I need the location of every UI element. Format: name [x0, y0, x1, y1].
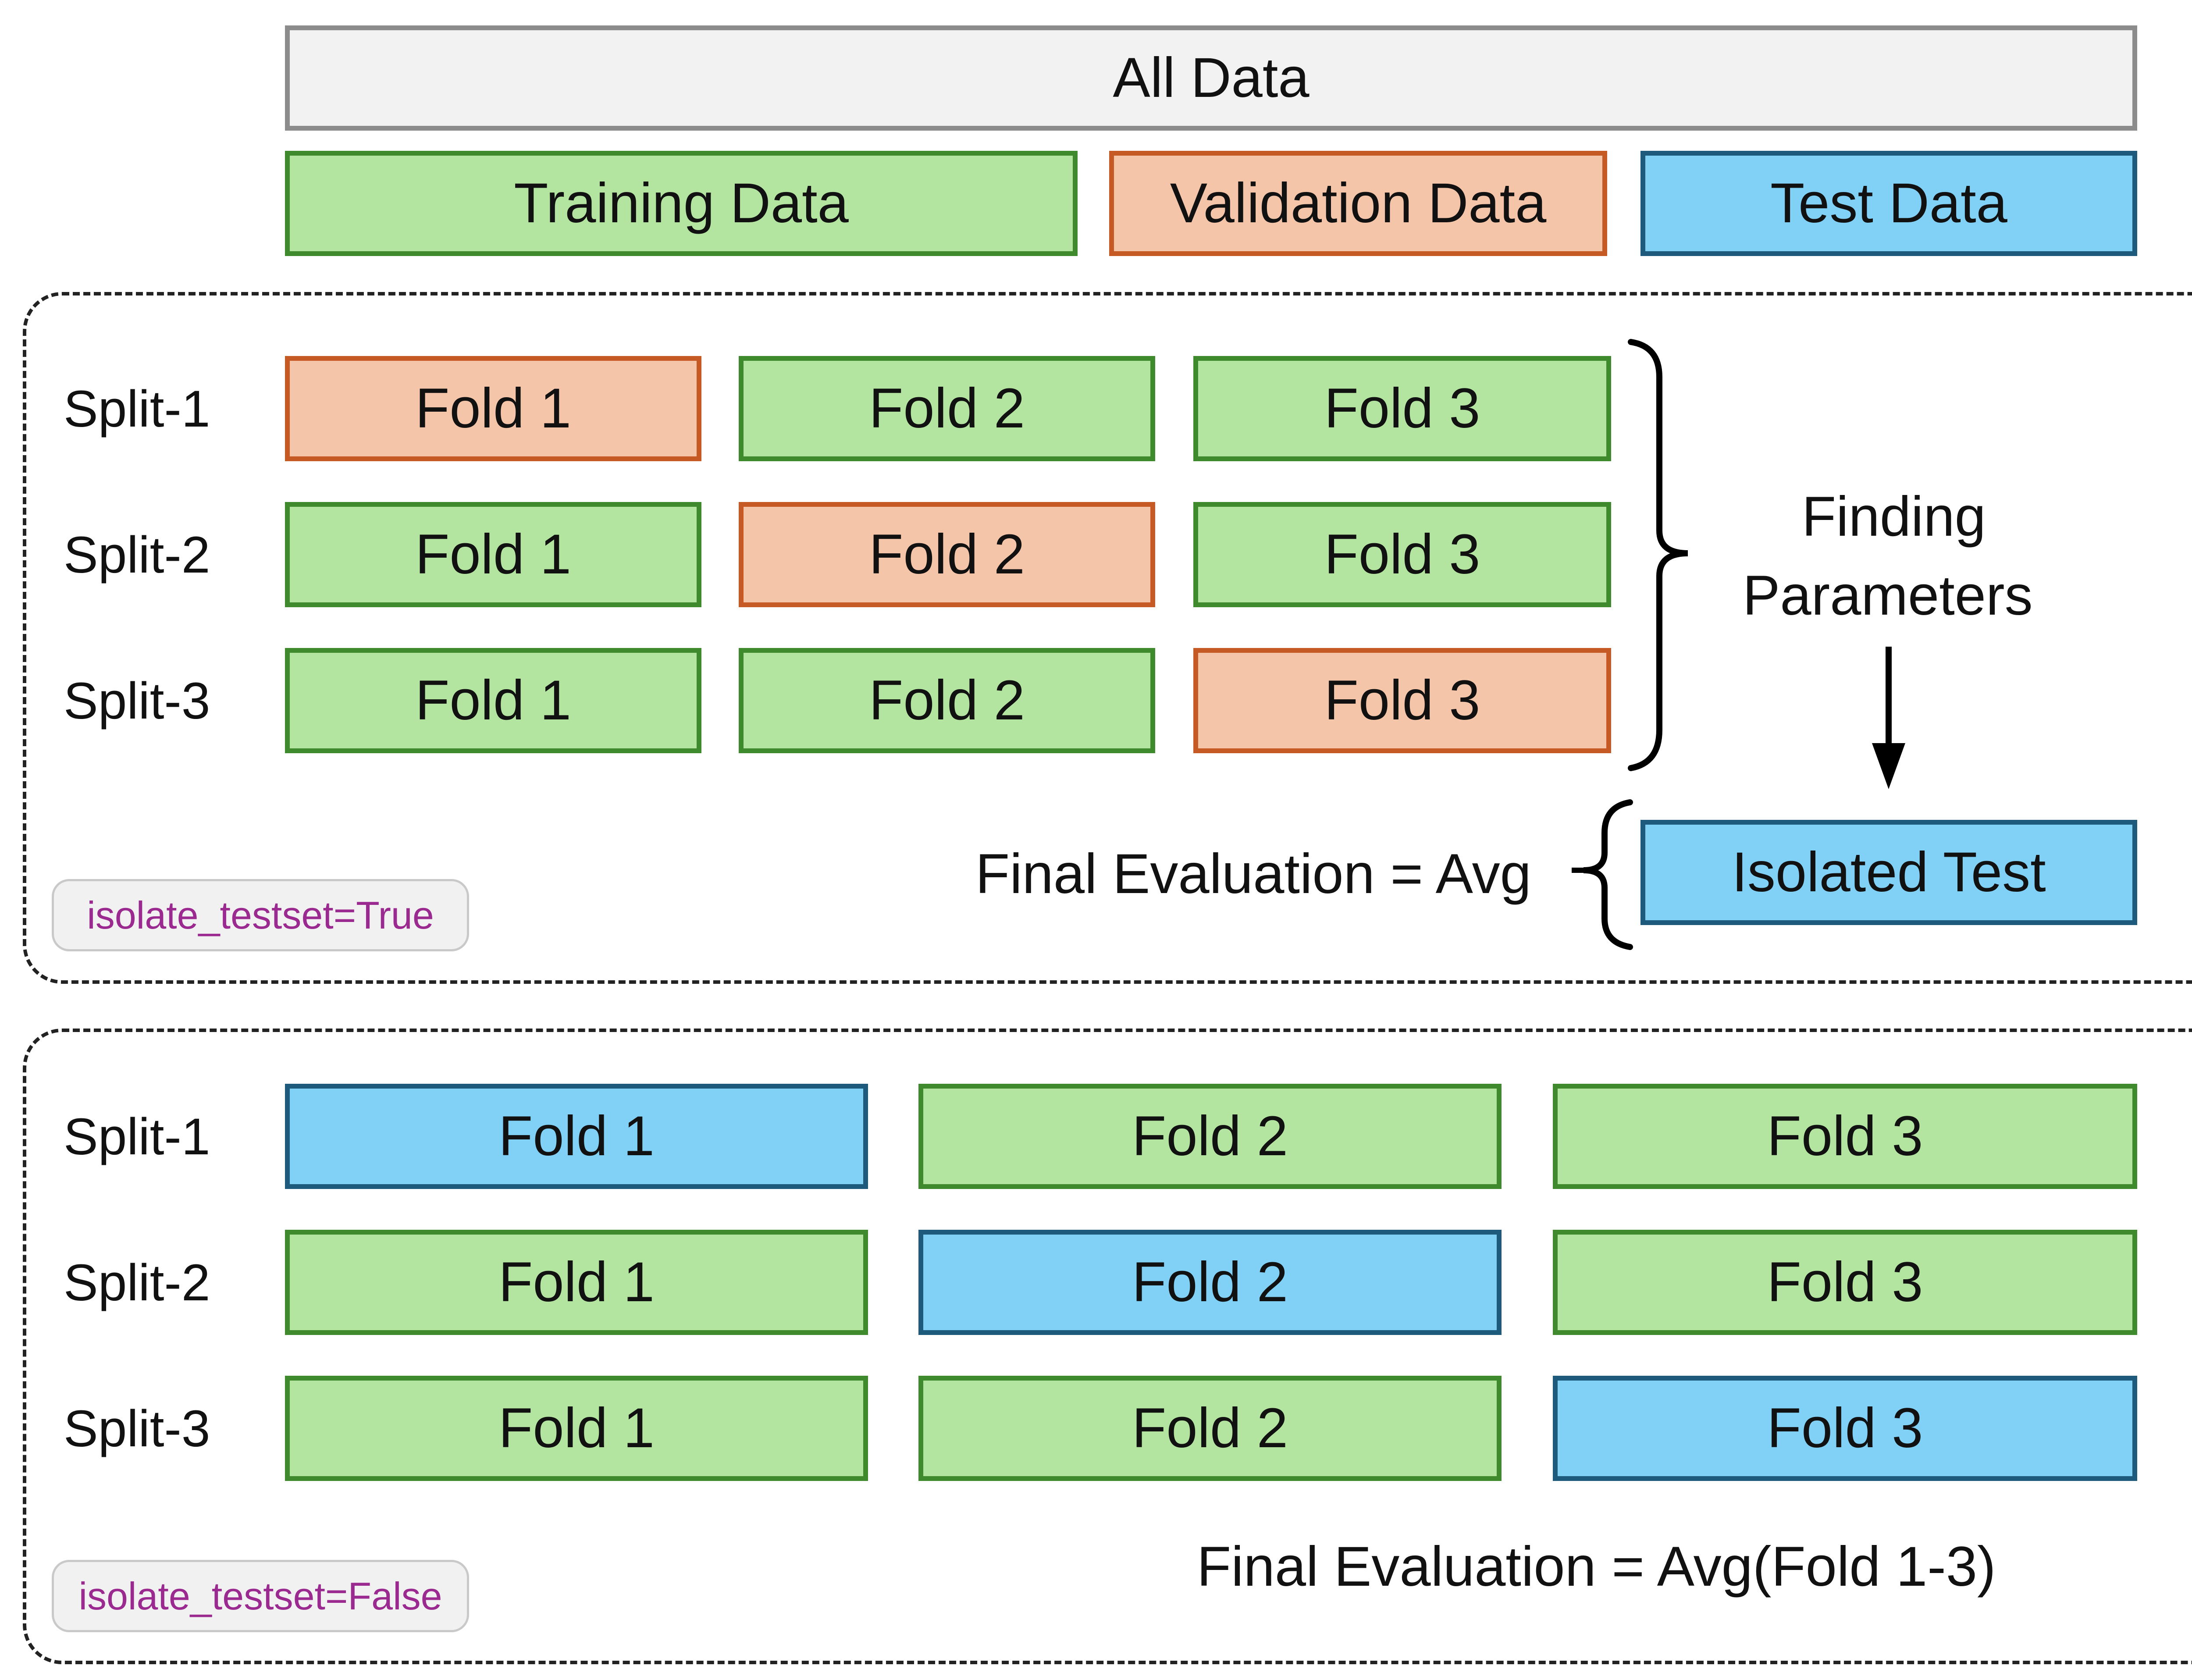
isolated-test-box: Isolated Test: [1640, 820, 2137, 925]
isolated-fold-box-training: Fold 3: [1193, 356, 1611, 461]
training-data-label: Training Data: [514, 172, 849, 235]
fold-label: Fold 1: [415, 523, 571, 586]
non-isolated-fold-box-training: Fold 2: [918, 1376, 1502, 1481]
validation-data-label: Validation Data: [1170, 172, 1547, 235]
non-isolated-fold-box-training: Fold 1: [285, 1376, 868, 1481]
fold-label: Fold 3: [1324, 523, 1480, 586]
test-data-label: Test Data: [1770, 172, 2007, 235]
fold-label: Fold 1: [498, 1397, 655, 1459]
final-evaluation-avg-folds-label: Final Evaluation = Avg(Fold 1-3): [1197, 1535, 1996, 1598]
fold-label: Fold 3: [1767, 1251, 1923, 1313]
fold-label: Fold 2: [869, 377, 1025, 440]
isolate-testset-false-tag: isolate_testset=False: [52, 1560, 469, 1632]
fold-label: Fold 2: [869, 669, 1025, 732]
fold-label: Fold 1: [415, 377, 571, 440]
fold-label: Fold 1: [498, 1105, 655, 1167]
isolated-split-label: Split-1: [64, 380, 210, 438]
isolated-fold-box-training: Fold 3: [1193, 502, 1611, 607]
training-data-bar: Training Data: [285, 151, 1078, 256]
fold-label: Fold 3: [1767, 1397, 1923, 1459]
non-isolated-test-panel: [23, 1029, 2192, 1664]
test-data-bar: Test Data: [1640, 151, 2137, 256]
non-isolated-fold-box-test: Fold 2: [918, 1230, 1502, 1335]
all-data-label: All Data: [1113, 46, 1310, 109]
all-data-bar: All Data: [285, 25, 2137, 131]
non-isolated-fold-box-training: Fold 3: [1553, 1230, 2137, 1335]
fold-label: Fold 3: [1324, 377, 1480, 440]
isolated-fold-box-training: Fold 1: [285, 648, 701, 753]
isolated-fold-box-validation: Fold 2: [739, 502, 1155, 607]
isolated-split-label: Split-3: [64, 672, 210, 730]
non-isolated-fold-box-training: Fold 2: [918, 1084, 1502, 1189]
isolated-fold-box-training: Fold 2: [739, 356, 1155, 461]
non-isolated-fold-box-training: Fold 3: [1553, 1084, 2137, 1189]
down-arrow-icon: [1872, 743, 1905, 789]
finding-parameters-line2: Parameters: [1743, 564, 2033, 627]
left-curly-brace-icon: [1583, 799, 1633, 950]
fold-label: Fold 2: [869, 523, 1025, 586]
isolate-testset-false-text: isolate_testset=False: [78, 1574, 442, 1618]
isolated-test-label: Isolated Test: [1732, 841, 2046, 904]
fold-label: Fold 3: [1324, 669, 1480, 732]
isolated-fold-box-training: Fold 1: [285, 502, 701, 607]
non-isolated-split-label: Split-2: [64, 1254, 210, 1312]
isolated-split-label: Split-2: [64, 526, 210, 584]
fold-label: Fold 2: [1132, 1251, 1288, 1313]
right-curly-brace-icon: [1628, 339, 1688, 771]
isolated-fold-box-validation: Fold 3: [1193, 648, 1611, 753]
isolated-test-panel: [23, 292, 2192, 984]
non-isolated-fold-box-test: Fold 1: [285, 1084, 868, 1189]
fold-label: Fold 1: [415, 669, 571, 732]
fold-label: Fold 2: [1132, 1105, 1288, 1167]
fold-label: Fold 3: [1767, 1105, 1923, 1167]
finding-parameters-line1: Finding: [1802, 485, 1986, 548]
non-isolated-fold-box-test: Fold 3: [1553, 1376, 2137, 1481]
fold-label: Fold 1: [498, 1251, 655, 1313]
isolate-testset-true-text: isolate_testset=True: [87, 893, 434, 937]
non-isolated-fold-box-training: Fold 1: [285, 1230, 868, 1335]
non-isolated-split-label: Split-1: [64, 1108, 210, 1166]
isolate-testset-true-tag: isolate_testset=True: [52, 879, 469, 951]
isolated-fold-box-validation: Fold 1: [285, 356, 701, 461]
non-isolated-split-label: Split-3: [64, 1400, 210, 1458]
isolated-fold-box-training: Fold 2: [739, 648, 1155, 753]
final-evaluation-avg-label: Final Evaluation = Avg: [975, 843, 1531, 905]
validation-data-bar: Validation Data: [1109, 151, 1607, 256]
fold-label: Fold 2: [1132, 1397, 1288, 1459]
